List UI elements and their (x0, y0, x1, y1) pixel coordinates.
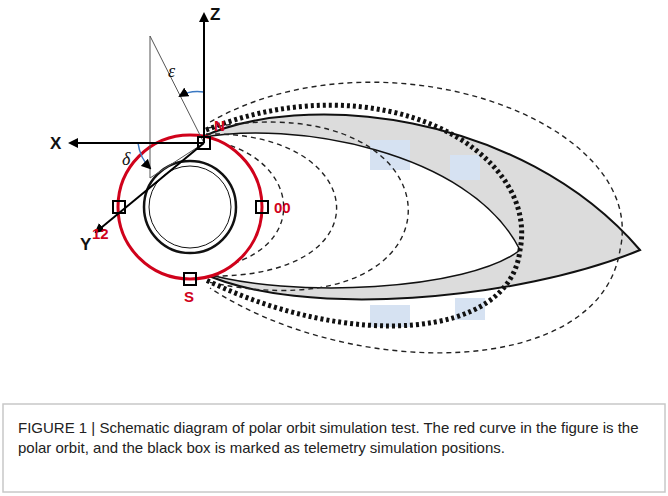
magnetopause (200, 115, 640, 300)
delta-arc (138, 143, 150, 168)
position-label: 00 (274, 200, 291, 215)
epsilon-arc (180, 92, 204, 97)
caption-frame (3, 404, 665, 492)
position-label: S (184, 289, 194, 304)
telemetry-box (113, 137, 268, 285)
axis-label: Y (80, 236, 91, 253)
figure-caption: FIGURE 1 | Schematic diagram of polar or… (18, 418, 648, 459)
field-lines (200, 82, 622, 353)
position-label: N (214, 118, 225, 133)
axis-label: X (50, 135, 61, 152)
polar-orbit (118, 135, 262, 279)
earth (144, 161, 236, 253)
axis-label: Z (210, 6, 220, 23)
angle-construction (150, 36, 204, 178)
angle-label: δ (122, 150, 130, 168)
tail-patch (450, 155, 480, 180)
position-label: 12 (92, 226, 109, 241)
tail-region (200, 115, 640, 300)
axes (70, 14, 204, 232)
angle-label: ε (168, 62, 175, 80)
